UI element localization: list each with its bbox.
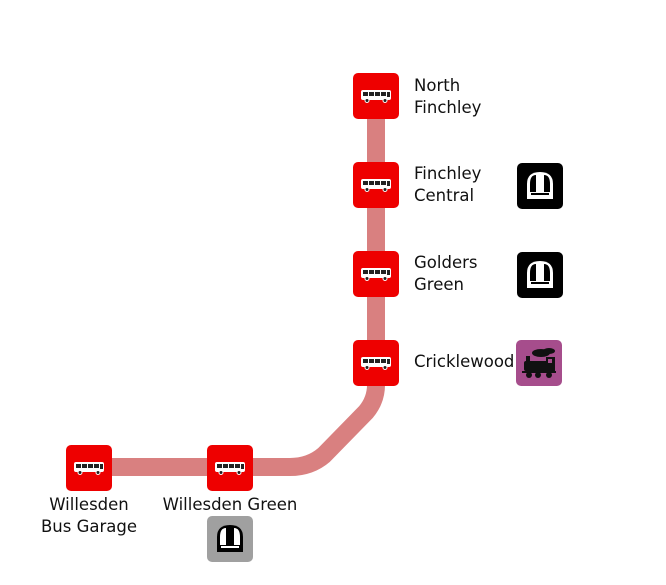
stop-name-line: Bus Garage [40,517,138,536]
bus-icon [215,462,245,475]
interchange-underground-golders-green[interactable] [517,252,563,298]
stop-label-golders-green: Golders Green [414,252,477,296]
stop-name-line: Willesden [49,495,129,514]
underground-train-icon [217,525,243,552]
stop-name-line: Finchley [414,164,482,183]
stop-name-line: Green [414,275,464,294]
stop-label-finchley-central: Finchley Central [414,163,481,207]
underground-train-icon [527,172,553,199]
steam-train-icon [522,348,556,378]
stop-finchley-central[interactable] [353,162,399,208]
stop-golders-green[interactable] [353,251,399,297]
stop-label-cricklewood: Cricklewood [414,351,514,373]
stop-cricklewood[interactable] [353,340,399,386]
stop-name-line: Finchley [414,98,482,117]
bus-icon [361,179,391,192]
stop-name-line: Cricklewood [414,352,515,371]
stop-name-line: Central [414,186,475,205]
underground-train-icon [527,261,553,288]
stop-label-willesden-bus-garage: Willesden Bus Garage [29,494,149,538]
stop-north-finchley[interactable] [353,73,399,119]
stop-name-line: North [414,76,461,95]
interchange-national-rail-cricklewood[interactable] [516,340,562,386]
interchange-underground-willesden-green[interactable] [207,516,253,562]
stop-name-line: Willesden Green [162,495,298,514]
stop-label-north-finchley: North Finchley [414,75,481,119]
interchange-underground-finchley-central[interactable] [517,163,563,209]
bus-icon [361,357,391,370]
bus-icon [74,462,104,475]
stop-name-line: Golders [414,253,478,272]
bus-icon [361,268,391,281]
stop-willesden-green[interactable] [207,445,253,491]
stop-label-willesden-green: Willesden Green [160,494,300,516]
stop-willesden-bus-garage[interactable] [66,445,112,491]
bus-icon [361,90,391,103]
